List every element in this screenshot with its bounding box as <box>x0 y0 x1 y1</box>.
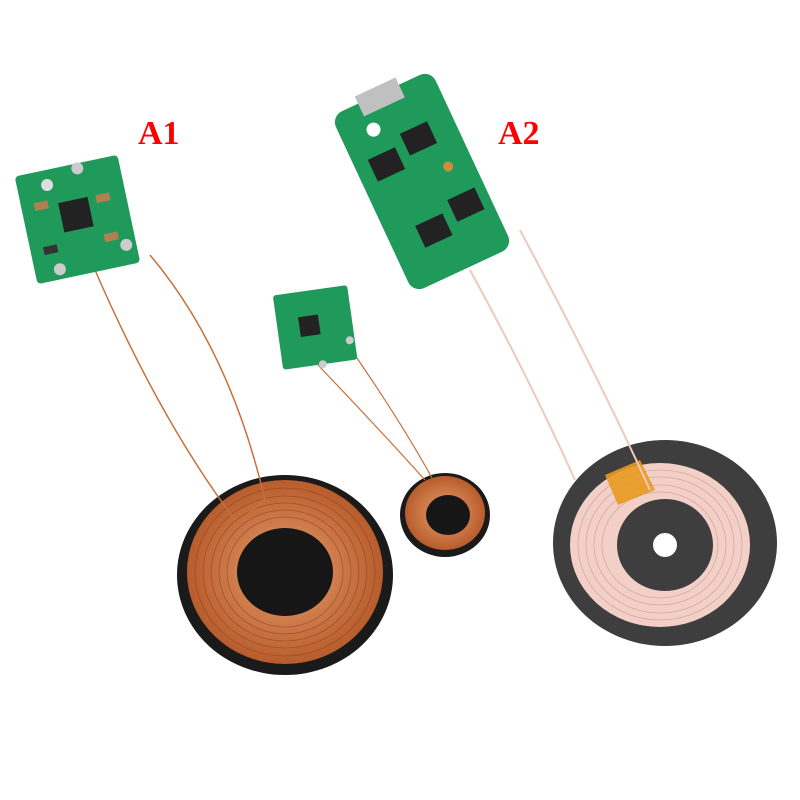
small-pcb <box>273 285 358 370</box>
a1-coil <box>177 475 393 675</box>
small-coil <box>400 473 490 557</box>
a2-pcb <box>334 73 510 290</box>
label-a1: A1 <box>138 115 180 152</box>
a1-pcb <box>15 155 140 284</box>
a2-coil <box>553 440 777 646</box>
label-a2: A2 <box>498 115 540 152</box>
